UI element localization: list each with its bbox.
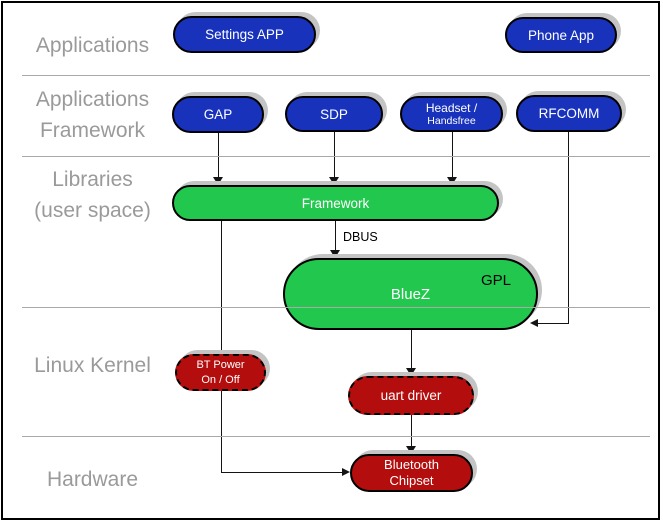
node-label: BlueZ [390,285,431,303]
arrowhead-down-icon [406,446,416,454]
arrowhead-down-icon [447,177,457,185]
node-label: On / Off [201,373,240,386]
layer-label-text: Framework [39,119,145,142]
node-label: uart driver [380,388,442,403]
edge-framework-to-bluez [335,221,336,252]
edge-framework-to-chipset-vertical [221,221,222,472]
edge-rfcomm-to-bluez-vertical [568,132,569,323]
node-headset-handsfree: Headset / Handsfree [400,96,503,132]
node-bluetooth-chipset: Bluetooth Chipset [350,454,473,492]
node-label: Headset / [425,100,478,115]
node-uart-driver: uart driver [348,376,474,415]
node-framework: Framework [172,185,499,221]
edge-headset-to-framework [452,131,453,179]
layer-label-applications: Applications [15,30,170,61]
arrowhead-down-icon [330,250,340,258]
node-bt-power-on-off: BT Power On / Off [175,354,266,391]
layer-label-text: Hardware [46,468,139,491]
layer-divider-applications [22,75,650,76]
gpl-badge: GPL [480,272,511,289]
node-sdp: SDP [285,96,383,132]
node-label: SDP [320,106,348,122]
edge-rfcomm-to-bluez-horizontal [537,323,569,324]
edge-label-dbus: DBUS [343,230,378,244]
layer-label-hardware: Hardware [15,464,170,495]
layer-divider-libraries [22,307,650,308]
node-label: Handsfree [427,114,476,127]
layer-label-text: Applications [35,34,150,57]
layer-label-text: Linux Kernel [34,354,151,377]
edge-framework-to-chipset-horizontal [221,472,343,473]
node-rfcomm: RFCOMM [516,95,622,132]
node-label: BT Power [196,359,245,372]
edge-uart-to-chipset [411,415,412,447]
layer-divider-framework [22,156,650,157]
layer-label-text: (user space) [34,199,151,222]
layer-label-linux-kernel: Linux Kernel [15,350,170,381]
layer-divider-kernel [22,436,650,437]
layer-label-libraries-user-space: Libraries (user space) [15,164,170,226]
arrowhead-down-icon [329,177,339,185]
node-bluez: BlueZ GPL [283,258,538,330]
arrowhead-down-icon [406,368,416,376]
node-label: Chipset [389,473,434,488]
node-label: GAP [203,107,233,122]
layer-label-text: Libraries [52,168,133,191]
arrowhead-right-icon [342,468,350,476]
layer-label-text: Applications [35,88,150,111]
edge-sdp-to-framework [334,131,335,179]
node-label: Phone App [527,27,595,43]
edge-bluez-to-uart [411,330,412,369]
node-label: Settings APP [205,27,284,42]
node-label: RFCOMM [538,106,600,121]
node-settings-app: Settings APP [173,16,316,53]
arrowhead-left-icon [530,319,538,327]
node-phone-app: Phone App [505,17,617,53]
layer-label-applications-framework: Applications Framework [15,84,170,146]
node-gap: GAP [172,96,264,133]
node-label: Framework [301,195,370,211]
node-label: Bluetooth [384,456,439,472]
arrowhead-down-icon [213,177,223,185]
